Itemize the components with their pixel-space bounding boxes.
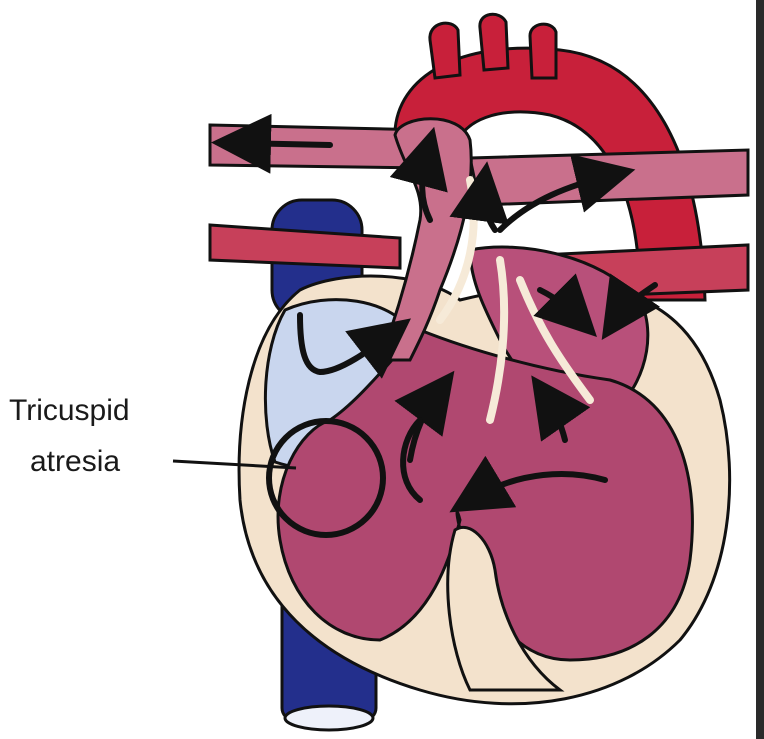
flow-arrows — [211, 113, 660, 513]
pulmonary-vein-left — [208, 223, 402, 270]
frame-edge — [756, 0, 764, 739]
arrow-la-1 — [533, 273, 597, 337]
aorta-branch-3 — [528, 22, 558, 80]
vena-cava-opening — [283, 704, 375, 732]
arrow-left-pa — [211, 113, 333, 174]
arrow-trunk-up — [389, 126, 448, 223]
aorta-branch-1 — [428, 21, 462, 80]
arrow-left-branch — [449, 161, 509, 233]
atresia-highlight-circle — [266, 418, 386, 538]
arrow-lv-right — [531, 375, 591, 443]
arrow-right-pa — [497, 154, 636, 233]
pulmonary-trunk — [377, 117, 473, 362]
label-line-2: atresia — [30, 445, 121, 478]
label-line-1: Tricuspid — [9, 394, 130, 427]
arrow-la-2 — [601, 273, 660, 340]
arrow-ra — [297, 312, 411, 379]
arrow-lv-curve — [400, 417, 423, 503]
interventricular-septum — [446, 526, 565, 692]
aorta-branch-2 — [478, 12, 510, 72]
label-leader-line — [172, 459, 297, 470]
arrow-vsd — [449, 455, 608, 513]
